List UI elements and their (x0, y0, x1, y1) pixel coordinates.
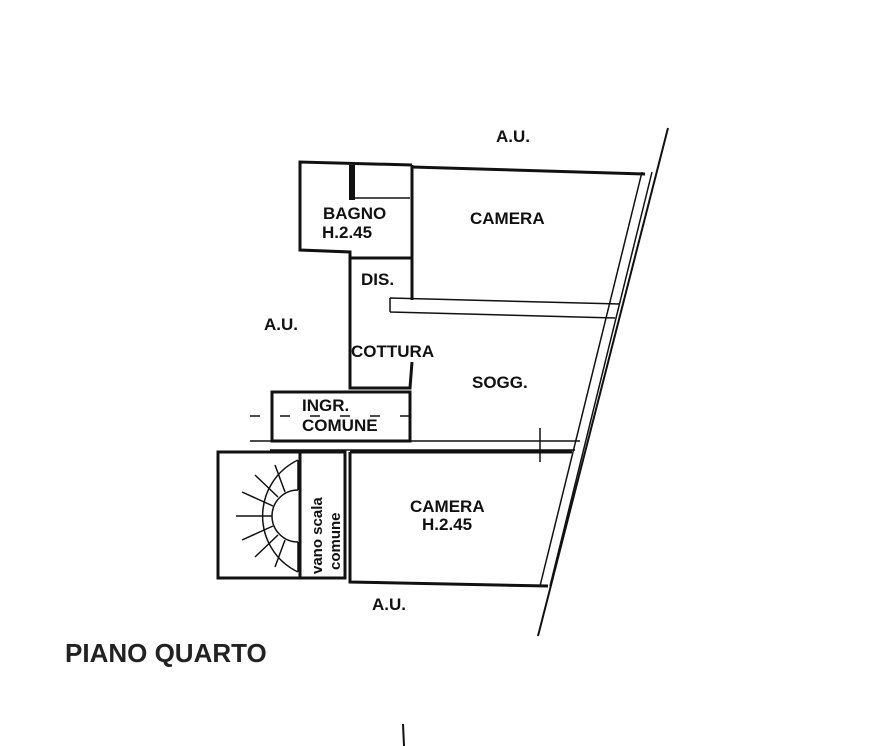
au-bottom-label: A.U. (372, 595, 406, 614)
spiral-stair-icon (236, 459, 299, 573)
au-left-label: A.U. (264, 315, 298, 334)
ingresso-label-2: COMUNE (302, 416, 378, 435)
cottura-walls (348, 258, 414, 390)
camera-bottom-height: H.2.45 (422, 515, 472, 534)
stair-box (216, 450, 302, 580)
vano-scala-box (298, 450, 347, 580)
edge-mark (402, 723, 405, 746)
camera-bottom-label: CAMERA (410, 497, 485, 516)
au-top-label: A.U. (496, 127, 530, 146)
vano-scala-label-2: comune (327, 512, 344, 570)
soggiorno-label: SOGG. (472, 373, 528, 392)
cottura-label: COTTURA (351, 342, 434, 361)
ingresso-label-1: INGR. (302, 396, 349, 415)
facade-line (537, 127, 669, 637)
camera-top-label: CAMERA (470, 209, 545, 228)
camera-bottom-walls (348, 450, 572, 588)
plan-title: PIANO QUARTO (65, 638, 267, 668)
bagno-height: H.2.45 (322, 223, 372, 242)
bagno-walls (298, 160, 413, 260)
soggiorno-bottom-wall (250, 440, 580, 451)
camera-top-wall (411, 165, 646, 176)
facade-wall (539, 171, 653, 587)
vano-scala-label-1: vano scala (309, 497, 326, 574)
bagno-label: BAGNO (323, 204, 386, 223)
camera-soggiorno-wall (389, 297, 621, 319)
dis-label: DIS. (361, 270, 394, 289)
